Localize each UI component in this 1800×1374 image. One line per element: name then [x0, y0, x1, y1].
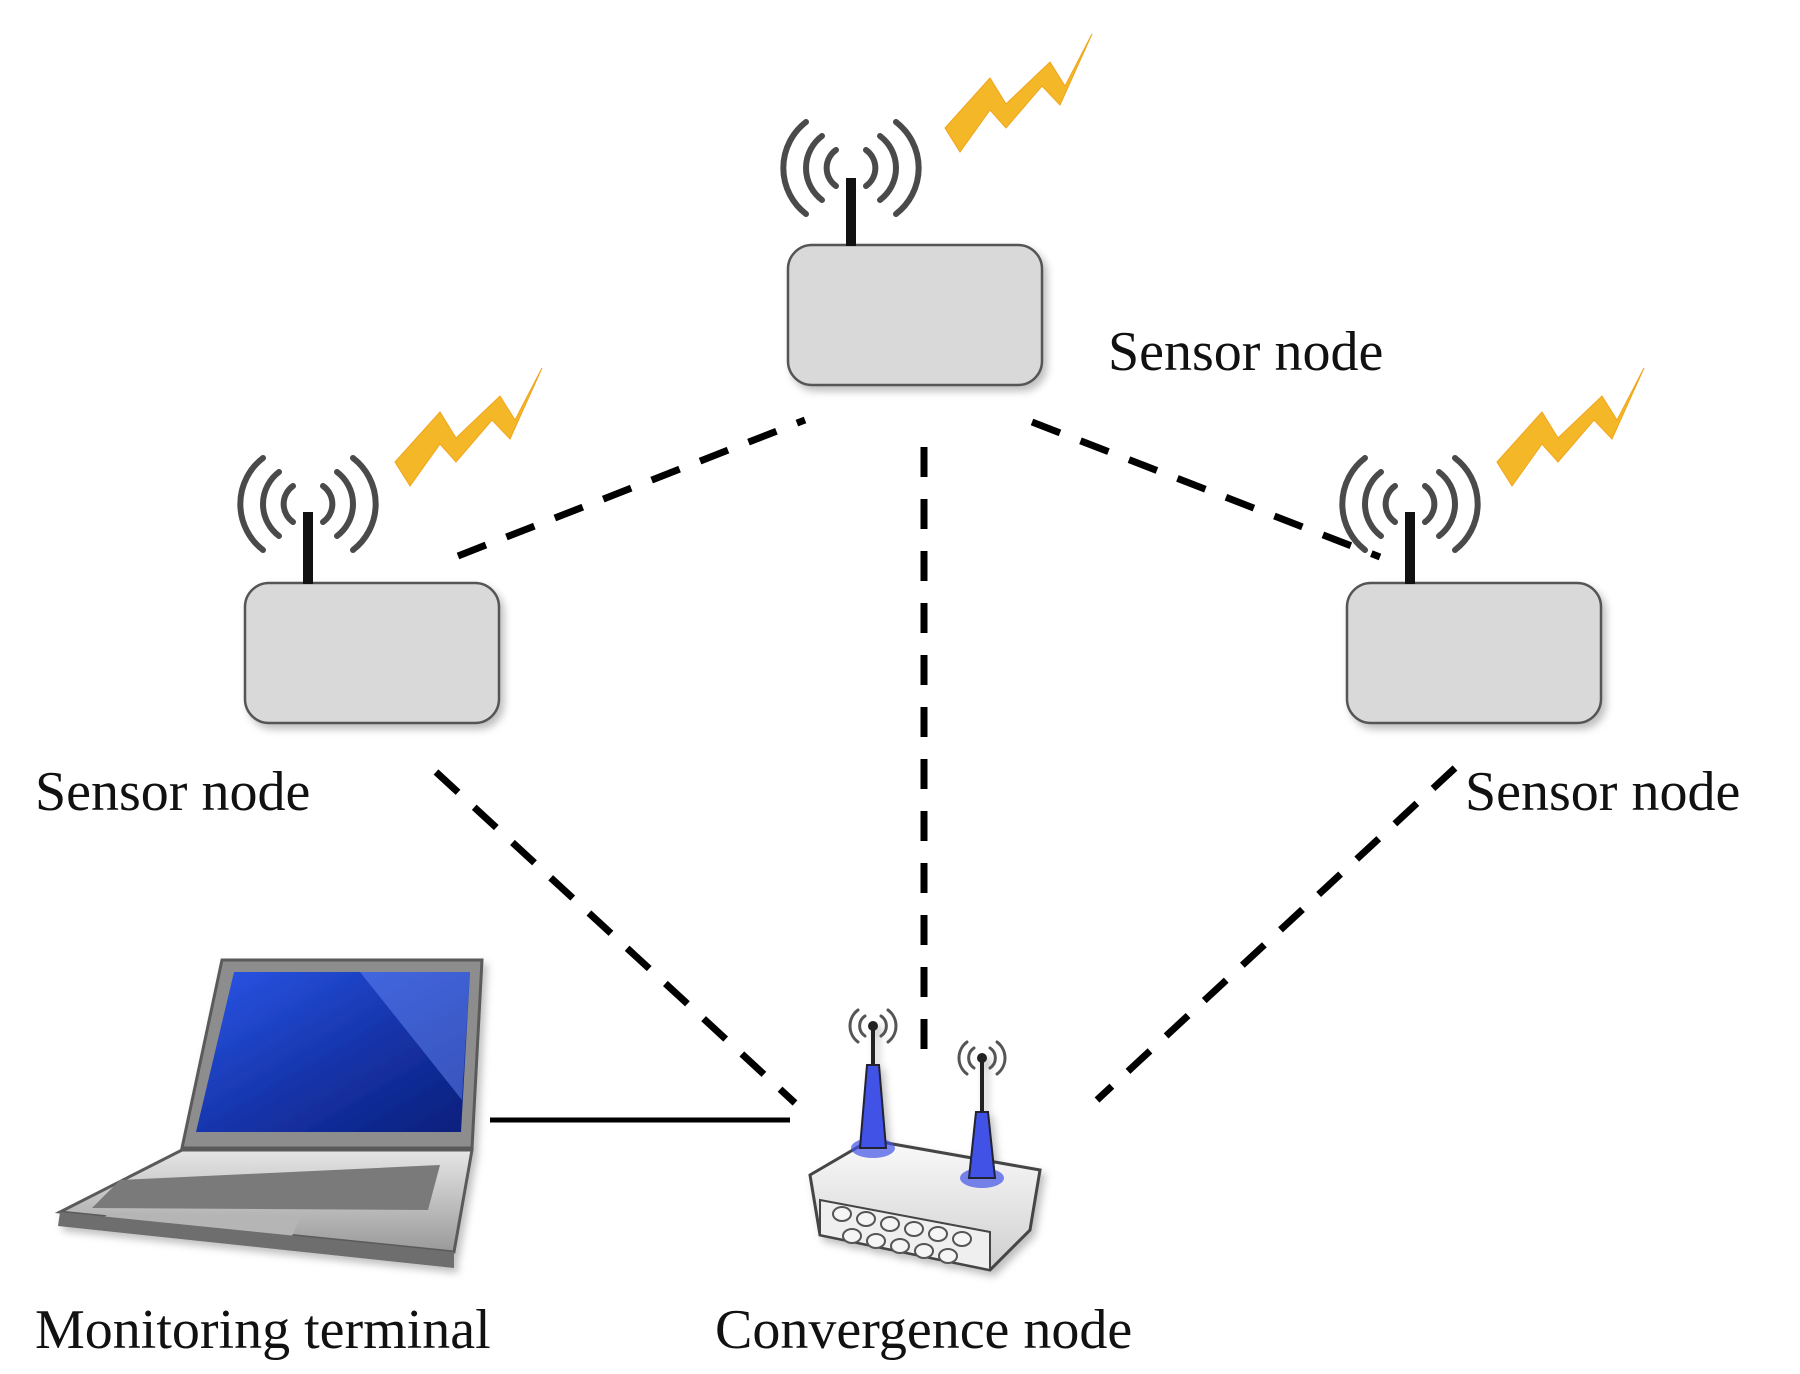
signal-waves-icon	[237, 455, 379, 553]
wireless-router-icon	[808, 1021, 1042, 1272]
wireless-sensor-icon	[243, 581, 501, 725]
sensor-node-left-label: Sensor node	[35, 761, 310, 823]
signal-waves-icon	[780, 119, 922, 217]
links	[433, 416, 1458, 1123]
convergence-node-label: Convergence node	[715, 1299, 1132, 1361]
sensor-node-top: Sensor node	[780, 33, 1383, 387]
monitoring-terminal-label: Monitoring terminal	[35, 1299, 491, 1361]
sensor-node-top-label: Sensor node	[1108, 321, 1383, 383]
signal-waves-icon	[1339, 455, 1481, 553]
link-right-convergence	[1094, 765, 1458, 1103]
lightning-bolt-icon	[394, 367, 543, 487]
convergence-node: Convergence node	[715, 1008, 1132, 1361]
sensor-node-right-label: Sensor node	[1465, 761, 1740, 823]
wireless-sensor-icon	[1345, 581, 1603, 725]
link-left-top	[456, 416, 807, 560]
wireless-sensor-icon	[786, 243, 1044, 387]
monitoring-terminal: Monitoring terminal	[35, 958, 491, 1361]
sensor-node-left: Sensor node	[35, 367, 543, 823]
lightning-bolt-icon	[944, 33, 1093, 153]
link-top-right	[1030, 418, 1382, 561]
signal-waves-icon	[848, 1008, 1007, 1076]
laptop-icon	[54, 958, 484, 1268]
lightning-bolt-icon	[1496, 367, 1645, 487]
sensor-node-right: Sensor node	[1339, 367, 1740, 823]
link-left-convergence	[433, 769, 798, 1106]
